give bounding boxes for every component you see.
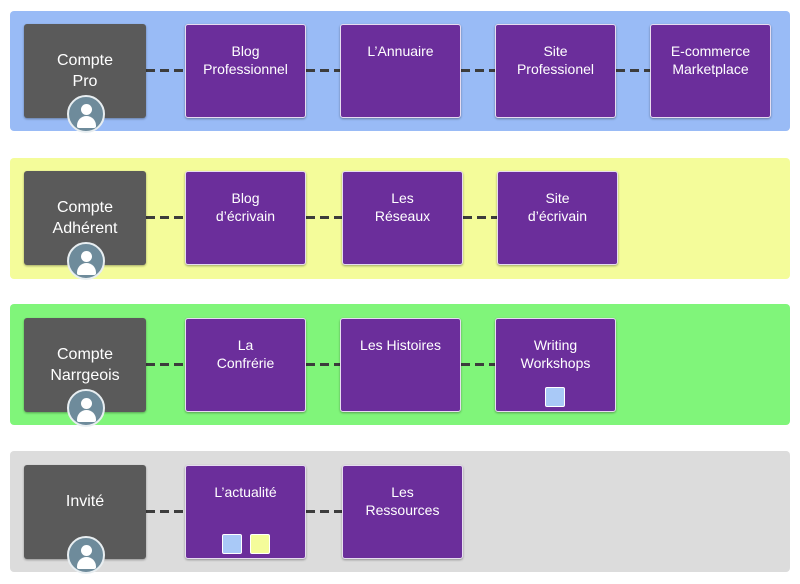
connector	[463, 216, 498, 219]
node-site-ecrivain[interactable]: Site d’écrivain	[497, 171, 618, 265]
node-label: L’actualité	[214, 484, 277, 500]
node-label: E-commerce Marketplace	[670, 43, 751, 77]
node-les-histoires[interactable]: Les Histoires	[340, 318, 461, 412]
account-label: Compte Adhérent	[52, 199, 118, 237]
node-les-ressources[interactable]: Les Ressources	[342, 465, 463, 559]
account-compte-adherent[interactable]: Compte Adhérent	[24, 171, 146, 280]
node-label: Blog Professionnel	[203, 43, 288, 77]
node-les-reseaux[interactable]: Les Réseaux	[342, 171, 463, 265]
user-icon	[67, 536, 105, 574]
connector	[146, 69, 186, 72]
connector	[306, 69, 341, 72]
account-label: Compte Narrgeois	[50, 346, 120, 384]
account-label: Compte Pro	[56, 52, 114, 90]
connector	[306, 216, 343, 219]
node-annuaire[interactable]: L’Annuaire	[340, 24, 461, 118]
connector	[461, 69, 496, 72]
node-label: Site Professionel	[516, 43, 595, 77]
node-writing-workshops[interactable]: Writing Workshops	[495, 318, 616, 412]
node-label: Les Histoires	[360, 337, 441, 353]
user-icon	[67, 389, 105, 427]
connector	[461, 363, 496, 366]
node-actualite[interactable]: L’actualité	[185, 465, 306, 559]
connector	[146, 510, 186, 513]
node-label: Blog d’écrivain	[215, 190, 276, 224]
user-icon	[67, 242, 105, 280]
node-blog-professionnel[interactable]: Blog Professionnel	[185, 24, 306, 118]
node-label: La Confrérie	[216, 337, 275, 371]
node-label: L’Annuaire	[367, 43, 434, 59]
account-compte-pro[interactable]: Compte Pro	[24, 24, 146, 133]
connector	[146, 363, 186, 366]
node-blog-ecrivain[interactable]: Blog d’écrivain	[185, 171, 306, 265]
status-chip-yellow	[250, 534, 270, 554]
node-site-professionel[interactable]: Site Professionel	[495, 24, 616, 118]
connector	[306, 363, 341, 366]
node-la-confrerie[interactable]: La Confrérie	[185, 318, 306, 412]
account-compte-narrgeois[interactable]: Compte Narrgeois	[24, 318, 146, 427]
account-invite[interactable]: Invité	[24, 465, 146, 574]
account-label: Invité	[65, 493, 105, 510]
status-chip-blue	[545, 387, 565, 407]
node-label: Writing Workshops	[520, 337, 591, 371]
user-icon	[67, 95, 105, 133]
connector	[306, 510, 343, 513]
node-label: Les Réseaux	[374, 190, 431, 224]
node-e-commerce-marketplace[interactable]: E-commerce Marketplace	[650, 24, 771, 118]
connector	[616, 69, 651, 72]
node-label: Site d’écrivain	[527, 190, 588, 224]
status-chip-blue	[222, 534, 242, 554]
connector	[146, 216, 186, 219]
node-label: Les Ressources	[365, 484, 440, 518]
